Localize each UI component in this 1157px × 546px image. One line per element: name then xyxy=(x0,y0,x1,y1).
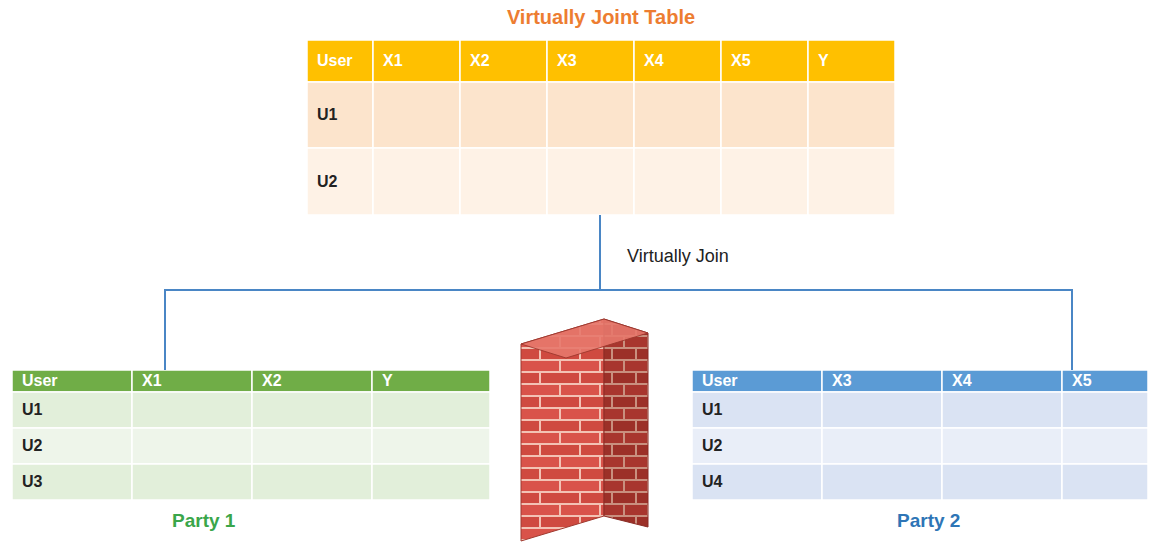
join-connector xyxy=(600,215,1072,370)
table-cell: U2 xyxy=(692,428,822,464)
table-cell: X2 xyxy=(252,370,372,392)
join-connector xyxy=(165,215,600,370)
table-cell-fill xyxy=(307,40,373,82)
table-group: Party 1 xyxy=(12,370,490,540)
table-cell-fill xyxy=(822,428,942,464)
table-cell: X1 xyxy=(132,370,252,392)
table-heading: Virtually Joint Table xyxy=(507,6,695,29)
table-cell-fill xyxy=(12,392,132,428)
table-cell-fill xyxy=(460,82,547,148)
table-cell: X4 xyxy=(634,40,721,82)
table-cell-fill xyxy=(132,464,252,500)
table-group: Virtually Joint Table xyxy=(307,4,895,215)
table-cell-fill xyxy=(692,428,822,464)
table-cell-fill xyxy=(460,40,547,82)
table-cell: X3 xyxy=(822,370,942,392)
table-cell-fill xyxy=(373,82,460,148)
table-cell-fill xyxy=(634,40,721,82)
table-cell-fill xyxy=(132,392,252,428)
table-cell: User xyxy=(307,40,373,82)
table-cell: U2 xyxy=(307,148,373,215)
table-cell-fill xyxy=(634,148,721,215)
table-cell: U1 xyxy=(692,392,822,428)
table-cell-fill xyxy=(252,464,372,500)
table-cell-fill xyxy=(252,392,372,428)
table-cell: U1 xyxy=(12,392,132,428)
table-cell-fill xyxy=(307,148,373,215)
table-cell-fill xyxy=(372,428,490,464)
table-cell-fill xyxy=(12,370,132,392)
table-cell: Y xyxy=(808,40,895,82)
table-cell: X2 xyxy=(460,40,547,82)
table-cell: User xyxy=(692,370,822,392)
table-cell-fill xyxy=(372,370,490,392)
table-cell: U3 xyxy=(12,464,132,500)
table-group: Party 2 xyxy=(692,370,1148,540)
table-cell: X5 xyxy=(721,40,808,82)
table-cell-fill xyxy=(721,82,808,148)
table-cell-fill xyxy=(1062,464,1148,500)
table-cell-fill xyxy=(808,82,895,148)
table-cell-fill xyxy=(373,148,460,215)
table-cell: U4 xyxy=(692,464,822,500)
table-cell-fill xyxy=(372,464,490,500)
table-cell-fill xyxy=(547,40,634,82)
table-cell: U2 xyxy=(12,428,132,464)
table-cell-fill xyxy=(307,82,373,148)
table-cell-fill xyxy=(547,148,634,215)
table-heading: Party 2 xyxy=(897,510,960,532)
table-cell-fill xyxy=(460,148,547,215)
table-heading: Party 1 xyxy=(172,510,235,532)
table-cell: X4 xyxy=(942,370,1062,392)
table-cell-fill xyxy=(1062,370,1148,392)
table-cell-fill xyxy=(822,392,942,428)
table-cell-fill xyxy=(942,392,1062,428)
table-cell-fill xyxy=(692,392,822,428)
table-cell-fill xyxy=(942,464,1062,500)
table-cell-fill xyxy=(808,40,895,82)
table-cell-fill xyxy=(547,82,634,148)
table-cell-fill xyxy=(132,370,252,392)
table-cell: X5 xyxy=(1062,370,1148,392)
connector-label: Virtually Join xyxy=(624,246,732,267)
table-cell-fill xyxy=(942,428,1062,464)
table-cell: User xyxy=(12,370,132,392)
table-cell-fill xyxy=(808,148,895,215)
table-cell-fill xyxy=(634,82,721,148)
table-cell-fill xyxy=(373,40,460,82)
table-cell-fill xyxy=(822,370,942,392)
table-cell: X3 xyxy=(547,40,634,82)
table-cell-fill xyxy=(12,428,132,464)
table-cell-fill xyxy=(132,428,252,464)
table-cell-fill xyxy=(721,40,808,82)
table-cell-fill xyxy=(1062,428,1148,464)
table-cell: Y xyxy=(372,370,490,392)
table-cell-fill xyxy=(942,370,1062,392)
table-cell-fill xyxy=(252,428,372,464)
table-cell-fill xyxy=(252,370,372,392)
table-cell-fill xyxy=(12,464,132,500)
table-cell: U1 xyxy=(307,82,373,148)
table-cell-fill xyxy=(692,464,822,500)
table-cell: X1 xyxy=(373,40,460,82)
table-cell-fill xyxy=(721,148,808,215)
table-cell-fill xyxy=(372,392,490,428)
table-cell-fill xyxy=(1062,392,1148,428)
table-cell-fill xyxy=(822,464,942,500)
table-cell-fill xyxy=(692,370,822,392)
